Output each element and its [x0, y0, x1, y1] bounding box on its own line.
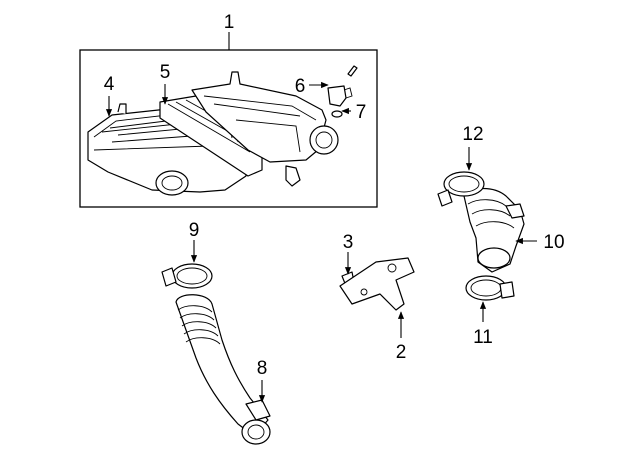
- leader-lines: [105, 81, 537, 403]
- callout-3: 3: [343, 232, 354, 253]
- callout-5: 5: [160, 62, 171, 83]
- hose-clamp-9: [161, 263, 213, 289]
- screw: [347, 65, 358, 77]
- callout-4: 4: [104, 74, 115, 95]
- hose-clamp-12: [437, 171, 485, 207]
- callout-7: 7: [356, 102, 367, 123]
- callout-9: 9: [189, 220, 200, 241]
- callout-11: 11: [473, 327, 493, 348]
- callout-8: 8: [257, 358, 268, 379]
- intake-duct: [463, 187, 525, 273]
- callout-2: 2: [396, 342, 407, 363]
- intake-hose: [175, 294, 271, 445]
- callout-10: 10: [543, 232, 564, 253]
- callout-1: 1: [224, 12, 235, 33]
- callout-12: 12: [462, 124, 483, 145]
- bracket: [339, 257, 415, 311]
- hose-clamp-11: [465, 275, 515, 301]
- air-cleaner-cover: [191, 71, 339, 187]
- callout-6: 6: [295, 76, 306, 97]
- o-ring: [331, 110, 343, 118]
- air-flow-sensor: [327, 85, 353, 107]
